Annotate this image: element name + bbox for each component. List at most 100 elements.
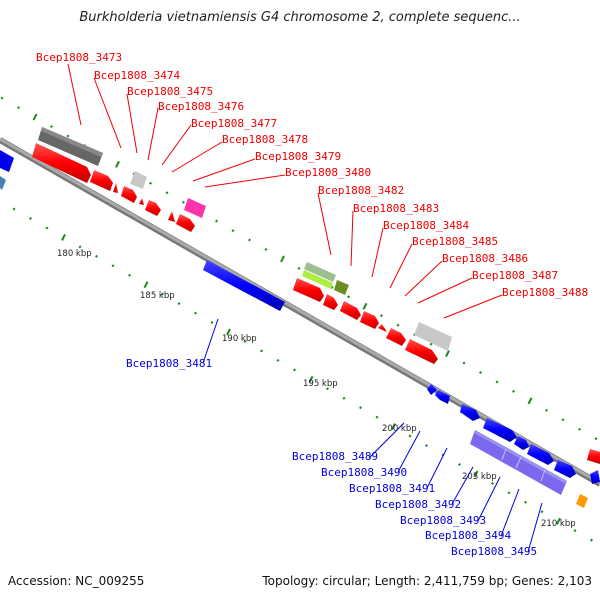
minor-tick [49,125,54,129]
leader-line [171,141,223,173]
minor-tick [490,481,495,485]
gene-3476-arrow[interactable] [121,186,137,203]
gray-feature-block[interactable] [38,127,103,166]
gene-3485-arrow[interactable] [360,311,379,329]
gene-3475-arrow[interactable] [113,183,118,193]
major-tick [280,255,285,263]
minor-tick [346,295,351,299]
major-tick [445,350,450,358]
gene-label[interactable]: Bcep1808_3487 [472,269,558,282]
olive-feature-block[interactable] [334,280,349,295]
gene-3486-arrow[interactable] [378,324,387,332]
leader-line [368,422,405,459]
minor-tick [396,323,400,327]
gene-label[interactable]: Bcep1808_3482 [318,184,404,197]
gene-3479-arrow[interactable] [176,214,195,232]
minor-tick [379,314,384,318]
major-tick [115,160,120,168]
major-tick [308,375,314,383]
gene-label[interactable]: Bcep1808_3473 [36,51,122,64]
leader-line [443,294,503,319]
leader-line [204,174,286,188]
gene-label[interactable]: Bcep1808_3475 [127,85,213,98]
gene-3481-arrow[interactable] [203,260,285,311]
gene-3478-arrow[interactable] [168,211,175,222]
gene-label[interactable]: Bcep1808_3490 [321,466,407,479]
gene-3490-arrow[interactable] [435,390,450,404]
minor-tick [429,342,433,346]
orange-feature-block[interactable] [576,494,588,508]
gene-label[interactable]: Bcep1808_3485 [412,235,498,248]
gene-label[interactable]: Bcep1808_3474 [94,69,180,82]
gene-label[interactable]: Bcep1808_3488 [502,286,588,299]
minor-tick [495,380,499,384]
gene-3477b-arrow[interactable] [145,200,161,216]
leader-line [202,318,219,364]
minor-tick [181,200,186,204]
steelblue-feature-block[interactable] [0,176,6,190]
reverse-gene-block[interactable] [0,150,14,172]
gene-label[interactable]: Bcep1808_3492 [375,498,461,511]
gene-label[interactable]: Bcep1808_3494 [425,529,511,542]
gene-3488-arrow[interactable] [405,339,438,364]
gene-3474-arrow[interactable] [90,170,113,191]
gene-3495-arrow[interactable] [554,460,576,478]
forward-gene-edge[interactable] [587,449,600,464]
gene-label[interactable]: Bcep1808_3491 [349,482,435,495]
leader-line [451,466,474,505]
minor-tick [243,339,247,343]
gene-3484-arrow[interactable] [340,301,361,320]
light-gray-feature-block[interactable] [130,171,147,189]
gene-label[interactable]: Bcep1808_3477 [191,117,277,130]
minor-tick [462,361,466,365]
minor-tick [45,226,49,230]
leader-line [67,63,82,126]
gene-3491-arrow[interactable] [460,404,480,421]
label-leader-lines [67,63,543,553]
gene-3483-arrow[interactable] [323,294,338,310]
gene-3473-arrow[interactable] [32,143,91,183]
scale-label: 195 kbp [303,379,338,389]
minor-tick [16,106,21,110]
magenta-feature-block[interactable] [184,198,206,218]
major-tick [32,113,38,121]
major-tick [143,281,149,289]
sage-feature-block[interactable] [304,262,336,282]
gene-label[interactable]: Bcep1808_3486 [442,252,528,265]
light-gray-feature-block-2[interactable] [414,322,452,351]
gene-label[interactable]: Bcep1808_3480 [285,166,371,179]
gene-3493-arrow[interactable] [514,436,529,450]
gene-3477-arrow[interactable] [139,198,144,205]
minor-tick [511,389,516,393]
scale-label: 180 kbp [57,249,92,259]
gene-label[interactable]: Bcep1808_3493 [400,514,486,527]
reverse-gene-edge[interactable] [590,470,600,484]
gene-label[interactable]: Bcep1808_3481 [126,357,212,370]
gene-3482-arrow[interactable] [293,278,324,302]
gene-label[interactable]: Bcep1808_3489 [292,450,378,463]
scale-label: 200 kbp [382,424,417,434]
gene-label[interactable]: Bcep1808_3476 [158,100,244,113]
lightgreen-feature-block[interactable] [302,270,333,289]
gene-3487-arrow[interactable] [386,328,406,346]
leader-line [161,124,192,166]
gene-label[interactable]: Bcep1808_3478 [222,133,308,146]
gene-label[interactable]: Bcep1808_3483 [353,202,439,215]
minor-tick [193,311,198,315]
gene-label[interactable]: Bcep1808_3495 [451,545,537,558]
major-tick [61,233,66,241]
gene-3489-arrow[interactable] [427,384,437,395]
gene-3494-arrow[interactable] [527,444,554,465]
scale-label: 210 kbp [541,519,576,529]
gene-3492-arrow[interactable] [483,418,517,442]
minor-tick [540,510,544,514]
accession-label: Accession: NC_009255 [8,574,145,588]
gene-label[interactable]: Bcep1808_3484 [383,219,469,232]
minor-tick [577,427,582,431]
minor-tick [589,538,594,542]
minor-tick [358,406,363,410]
major-tick [527,397,533,405]
minor-tick [160,292,165,296]
scale-label: 190 kbp [222,334,257,344]
gene-label[interactable]: Bcep1808_3479 [255,150,341,163]
